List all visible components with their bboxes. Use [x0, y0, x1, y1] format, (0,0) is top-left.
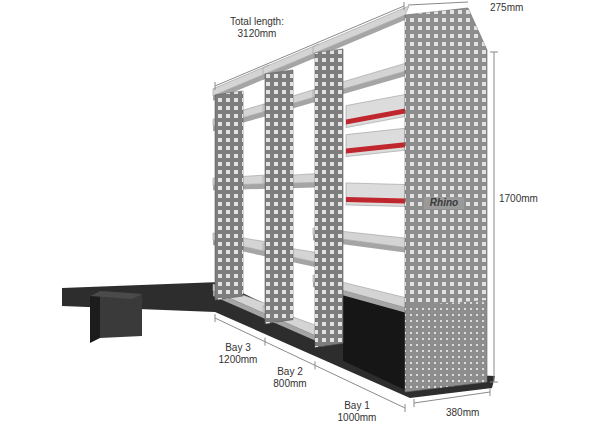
upright-holes	[315, 49, 343, 347]
drawer	[346, 95, 405, 128]
dimension-tick	[414, 399, 415, 407]
shelf-top	[313, 6, 409, 54]
dimension-tick	[490, 52, 498, 53]
dimension-label: 380mm	[446, 407, 486, 419]
depth-line-top	[408, 2, 468, 5]
dimension-tick	[404, 2, 405, 10]
wheel-arch-side	[90, 291, 100, 343]
end-panel-small-holes	[405, 300, 487, 392]
upright	[215, 91, 243, 300]
drawer-handle	[346, 142, 405, 153]
drawer	[346, 128, 405, 156]
dimension-tick	[490, 388, 491, 396]
drawer-handle	[346, 197, 405, 204]
end-panel-holes	[405, 8, 487, 306]
total-length-line	[215, 6, 404, 86]
dimension-tick	[490, 382, 498, 383]
wheel-arch-top	[90, 291, 142, 299]
bay-tick	[265, 338, 266, 346]
upright	[265, 70, 293, 324]
upright-holes	[265, 70, 293, 324]
dimension-label: Bay 3 1200mm	[217, 342, 259, 366]
dimension-label: 1700mm	[499, 193, 543, 205]
bay-tick	[215, 314, 216, 322]
height-line	[494, 52, 495, 382]
bay-tick	[315, 361, 316, 369]
depth-line-bottom	[414, 392, 490, 403]
drawer-handle	[346, 109, 405, 125]
dimension-label: Total length: 3120mm	[222, 16, 292, 40]
end-panel	[405, 8, 487, 392]
dimension-tick	[215, 82, 216, 90]
dimension-label: Bay 2 800mm	[269, 366, 311, 390]
dimension-label: Bay 1 1000mm	[336, 400, 378, 424]
drawer	[346, 183, 405, 207]
dimension-label: 275mm	[490, 2, 534, 14]
bay-tick	[405, 404, 406, 412]
upright-holes	[215, 91, 243, 300]
upright	[315, 49, 343, 347]
bay-dimension-line	[215, 318, 405, 408]
brand-logo: Rhino	[424, 197, 464, 209]
